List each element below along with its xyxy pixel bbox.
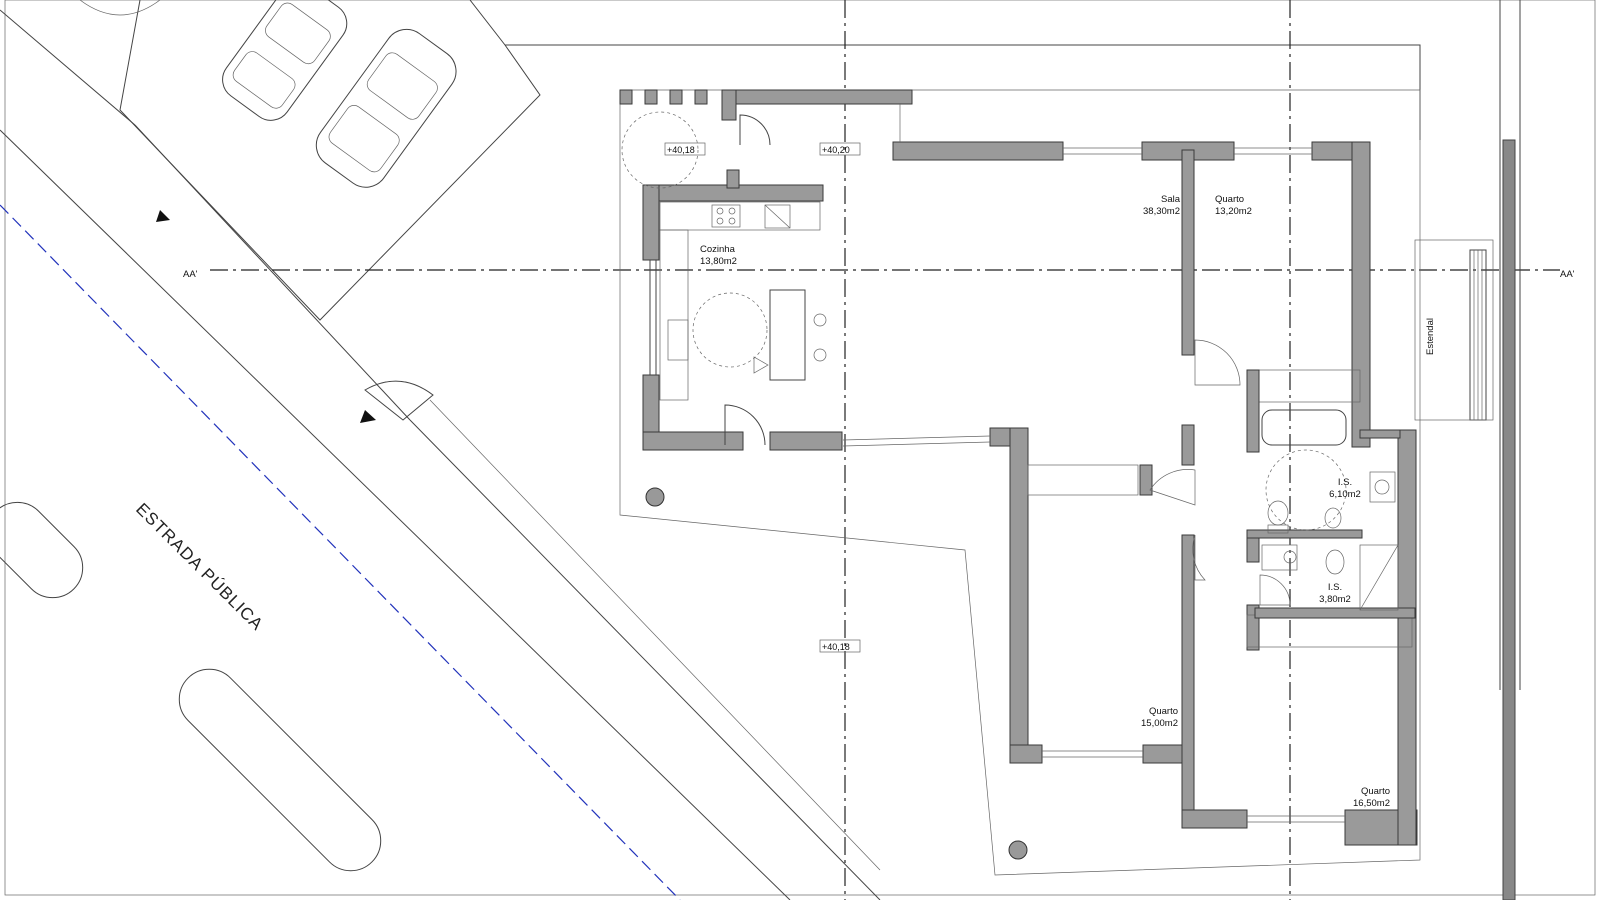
sink-icon [667, 319, 689, 361]
terrace-outline [619, 89, 1421, 876]
road-label: ESTRADA PÚBLICA [132, 499, 267, 634]
section-mark-right: AA' [1560, 269, 1575, 280]
car-icon [315, 28, 457, 188]
room-area-quarto-1: 13,20m2 [1215, 206, 1252, 217]
room-name-sala: Sala [1161, 194, 1181, 205]
room-name-quarto-3: Quarto [1361, 786, 1390, 797]
gate [364, 380, 434, 421]
estendal-label: Estendal [1425, 318, 1436, 355]
toilet-icon [1267, 500, 1289, 526]
room-area-cozinha: 13,80m2 [700, 256, 737, 267]
elevation-mark: +40,18 [667, 145, 695, 155]
arrow-marker-icon [156, 210, 170, 222]
kitchen-furniture [621, 111, 827, 401]
stove-icon [711, 204, 741, 228]
room-area-quarto-2: 15,00m2 [1141, 718, 1178, 729]
drawing-frame [4, 0, 1596, 896]
room-name-cozinha: Cozinha [700, 244, 736, 255]
elevation-mark: +40,18 [822, 642, 850, 652]
arrow-marker-icon [360, 410, 376, 423]
room-name-is-1: I.S. [1338, 477, 1352, 488]
room-labels: Cozinha 13,80m2 Sala 38,30m2 Quarto 13,2… [700, 194, 1390, 809]
room-area-is-2: 3,80m2 [1319, 594, 1351, 605]
public-road: ESTRADA PÚBLICA [0, 9, 881, 900]
axis-lines [210, 0, 1560, 900]
doors [724, 114, 1291, 606]
parking-area [79, 0, 1421, 321]
room-area-sala: 38,30m2 [1143, 206, 1180, 217]
windows [649, 104, 1345, 823]
room-name-is-2: I.S. [1328, 582, 1342, 593]
room-name-quarto-2: Quarto [1149, 706, 1178, 717]
room-area-quarto-3: 16,50m2 [1353, 798, 1390, 809]
room-area-is-1: 6,10m2 [1329, 489, 1361, 500]
elevation-mark: +40,20 [822, 145, 850, 155]
property-boundary [0, 204, 681, 900]
bathtub-icon [1261, 409, 1347, 446]
column-marker-icon [1008, 840, 1028, 860]
table [769, 289, 806, 381]
room-name-quarto-1: Quarto [1215, 194, 1244, 205]
column-marker-icon [645, 487, 665, 507]
walls [619, 89, 1418, 846]
bathroom-fixtures [1261, 409, 1399, 611]
section-mark-left: AA' [183, 269, 198, 280]
